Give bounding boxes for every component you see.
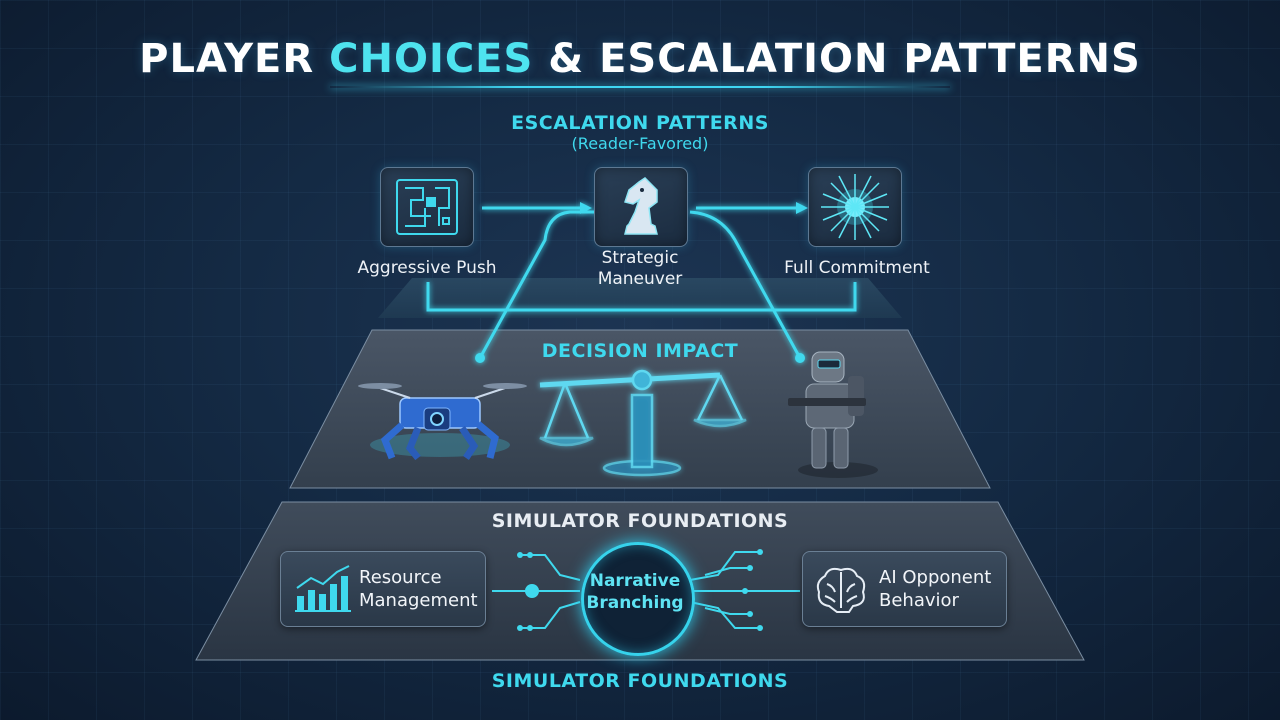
chess-knight-icon (624, 177, 658, 235)
aggressive-push-label: Aggressive Push (357, 258, 497, 278)
narrative-line2: Branching (586, 593, 684, 613)
narrative-branching-node[interactable] (581, 542, 695, 656)
ai-line2: Behavior (879, 590, 959, 611)
strategic-maneuver-label: Strategic Maneuver (570, 248, 710, 290)
armored-soldier-icon (788, 351, 878, 478)
arrowhead-2 (796, 202, 808, 214)
foundations-heading: SIMULATOR FOUNDATIONS (491, 510, 789, 532)
full-commitment-label: Full Commitment (784, 258, 930, 278)
page-title: PLAYER CHOICES & ESCALATION PATTERNS (0, 36, 1280, 82)
escalation-subheading: (Reader-Favored) (571, 134, 709, 153)
resource-line1: Resource (359, 567, 442, 588)
node-drone (475, 353, 485, 363)
aggressive-push-box[interactable] (380, 167, 474, 247)
strategic-maneuver-line2: Maneuver (597, 269, 683, 289)
strategic-maneuver-box[interactable] (594, 167, 688, 247)
quadruped-drone-robot-icon (358, 383, 527, 461)
energy-burst-icon (821, 174, 889, 240)
escalation-heading: ESCALATION PATTERNS (511, 112, 769, 134)
circuit-maze-icon (396, 179, 458, 235)
decision-impact-heading: DECISION IMPACT (541, 340, 739, 362)
ai-opponent-card[interactable]: AI Opponent Behavior (802, 551, 1007, 627)
strategic-maneuver-line1: Strategic (601, 248, 679, 268)
link-to-soldier (689, 210, 802, 359)
full-commitment-box[interactable] (808, 167, 902, 247)
title-underline (330, 86, 950, 88)
node-soldier (795, 353, 805, 363)
arrowhead-1 (580, 202, 592, 214)
resource-management-card[interactable]: Resource Management (280, 551, 486, 627)
balance-scale-icon (539, 369, 747, 477)
ai-line1: AI Opponent (879, 567, 992, 588)
title-part1: PLAYER (139, 36, 330, 82)
narrative-branching-text: Narrative Branching (568, 570, 702, 614)
resource-line2: Management (359, 590, 478, 611)
ai-opponent-text: AI Opponent Behavior (879, 566, 991, 612)
bracket-connector (426, 282, 857, 312)
bar-chart-icon (295, 565, 351, 612)
narrative-line1: Narrative (589, 571, 681, 591)
resource-management-text: Resource Management (359, 566, 478, 612)
foundations-footer: SIMULATOR FOUNDATIONS (491, 670, 789, 692)
brain-icon (816, 567, 866, 613)
title-highlight: CHOICES (329, 36, 534, 82)
link-to-drone (478, 210, 600, 359)
node-resource-link (525, 584, 539, 598)
title-part2: & ESCALATION PATTERNS (533, 36, 1141, 82)
